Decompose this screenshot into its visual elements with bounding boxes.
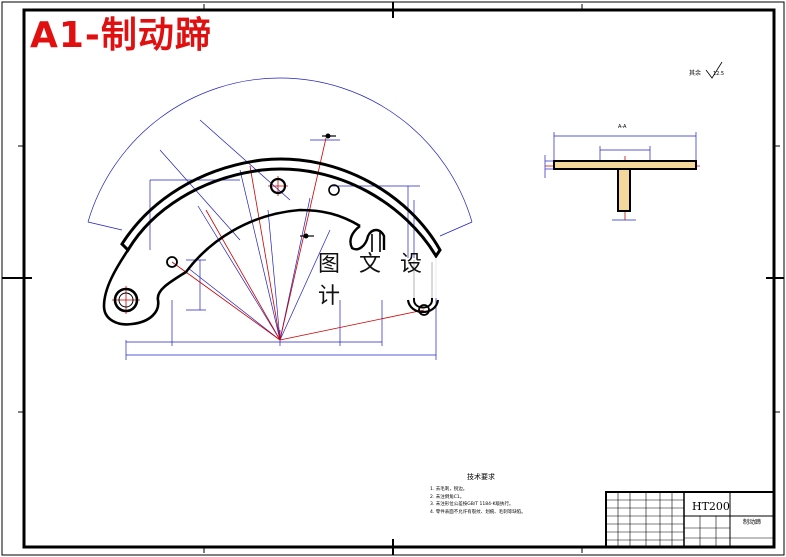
tech-note: 3. 未注形位公差按GB/T 1184-K级执行。 bbox=[430, 502, 514, 507]
dimension-lines bbox=[87, 77, 473, 360]
section-view bbox=[553, 160, 697, 212]
brake-shoe-outline bbox=[102, 157, 442, 326]
title-block bbox=[605, 491, 775, 548]
section-view-dims bbox=[544, 132, 697, 221]
tech-note: 1. 去毛刺，锐边。 bbox=[430, 487, 468, 492]
roughness-text: 其余 bbox=[689, 70, 702, 77]
center-lines bbox=[112, 137, 700, 341]
drawing-title: A1-制动蹄 bbox=[30, 15, 212, 56]
tech-note: 2. 未注倒角C1。 bbox=[430, 494, 465, 500]
technical-requirements-heading: 技术要求 bbox=[467, 473, 495, 481]
title-block-material: HT200 bbox=[692, 500, 730, 513]
tech-note: 4. 零件表面不允许有裂纹、划痕、毛刺等缺陷。 bbox=[430, 509, 526, 515]
watermark: 图 文 设 计 bbox=[318, 252, 468, 309]
roughness-value: 12.5 bbox=[712, 71, 725, 77]
roughness-symbol bbox=[705, 61, 723, 79]
grid-ticks bbox=[18, 4, 780, 553]
roughness-label: 其余 12.5 bbox=[689, 68, 724, 77]
technical-requirements-notes: 1. 去毛刺，锐边。 2. 未注倒角C1。 3. 未注形位公差按GB/T 118… bbox=[430, 486, 526, 516]
section-indicator bbox=[300, 133, 336, 239]
title-block-part-name: 制动蹄 bbox=[743, 519, 762, 526]
section-label: A-A bbox=[618, 124, 627, 130]
